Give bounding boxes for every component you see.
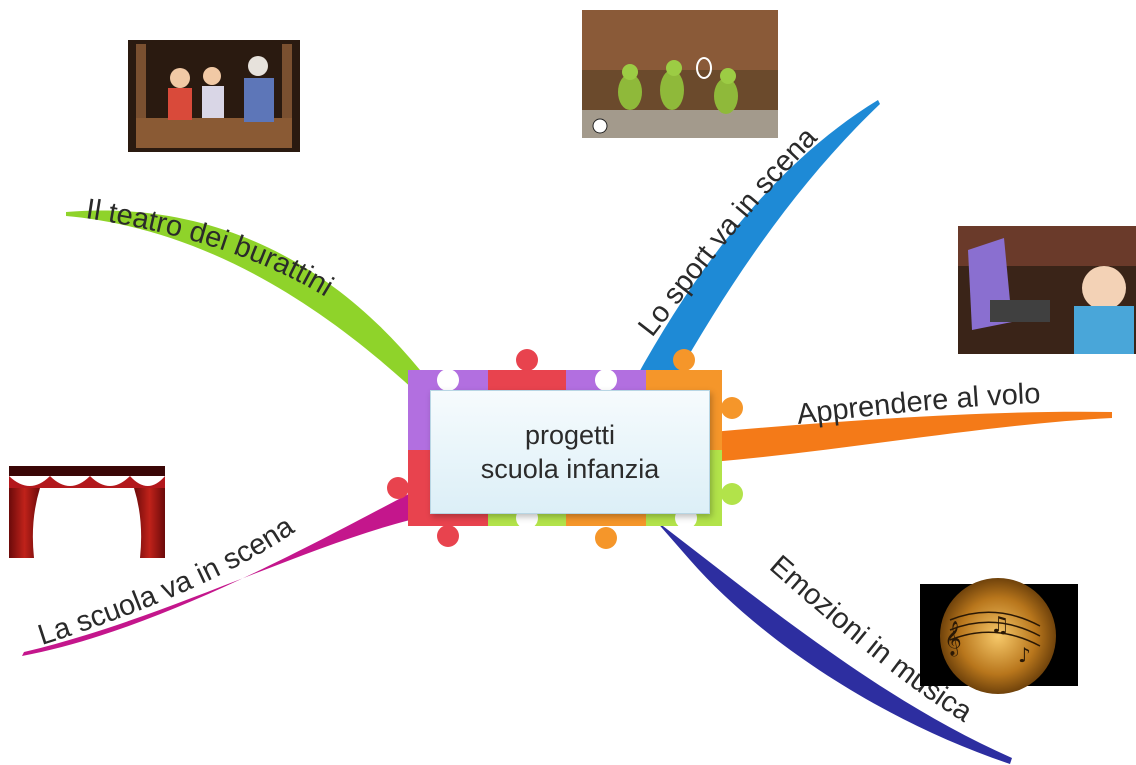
theater-curtain-image bbox=[9, 466, 165, 558]
puppet-theater-photo bbox=[128, 40, 300, 152]
treble-clef-icon: 𝄞 bbox=[944, 621, 962, 657]
branch-label-sport: Lo sport va in scena bbox=[632, 121, 824, 342]
branch-ribbon-sport bbox=[632, 100, 880, 392]
music-notes-photo: 𝄞 ♫ ♪ bbox=[920, 578, 1078, 694]
central-topic-line2: scuola infanzia bbox=[480, 454, 660, 484]
branch-label-teatro: Il teatro dei burattini bbox=[84, 193, 339, 303]
baby-at-laptop-photo bbox=[958, 226, 1136, 354]
central-topic-line1: progetti bbox=[524, 420, 616, 450]
music-note-icon: ♫ bbox=[990, 613, 1010, 638]
music-note-icon: ♪ bbox=[1018, 643, 1031, 667]
central-topic[interactable]: progetti scuola infanzia bbox=[430, 390, 710, 514]
frogs-playing-sport-photo bbox=[582, 10, 778, 138]
branch-ribbon-apprendere bbox=[712, 411, 1112, 462]
branch-ribbon-teatro bbox=[66, 210, 430, 405]
